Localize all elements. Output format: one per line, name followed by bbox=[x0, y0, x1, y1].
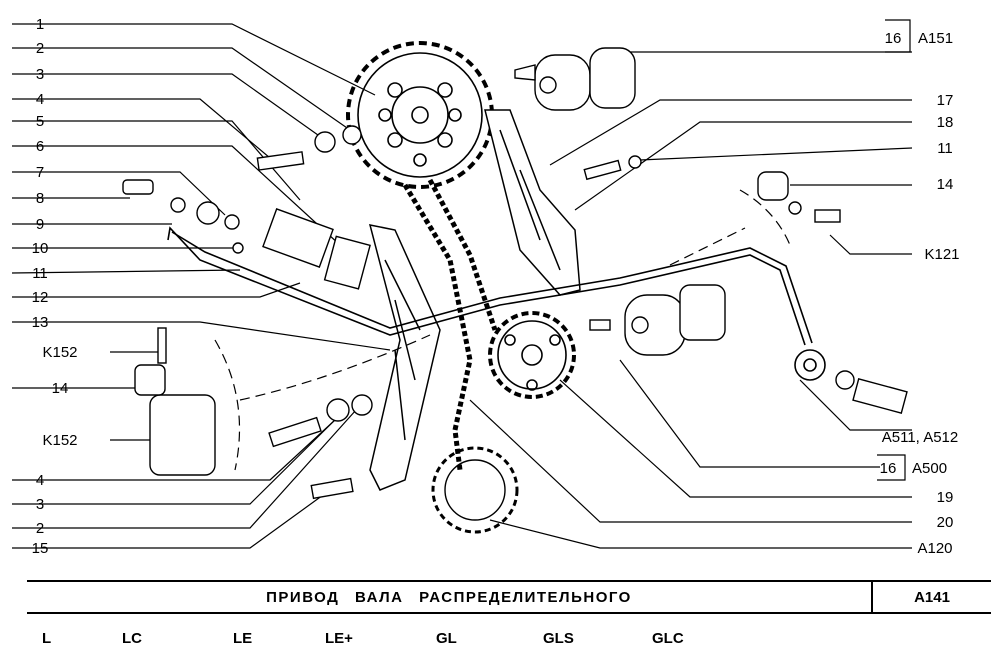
timing-chain bbox=[402, 178, 498, 471]
oil-pipe bbox=[167, 226, 826, 381]
title-bar: ПРИВОД ВАЛА РАСПРЕДЕЛИТЕЛЬНОГО A141 bbox=[27, 580, 991, 614]
callout-12: 12 bbox=[32, 289, 49, 306]
version-le-plus: LE+ bbox=[325, 630, 353, 647]
callout-a151: A151 bbox=[918, 30, 953, 47]
callout-3b: 3 bbox=[36, 496, 44, 513]
callout-13: 13 bbox=[32, 314, 49, 331]
callout-k152-a: K152 bbox=[42, 344, 77, 361]
version-l: L bbox=[42, 630, 52, 647]
leader-lines bbox=[11, 19, 913, 549]
callout-19: 19 bbox=[937, 489, 954, 506]
callout-8: 8 bbox=[36, 190, 44, 207]
callout-2: 2 bbox=[36, 40, 44, 57]
version-gl: GL bbox=[436, 630, 457, 647]
callout-5: 5 bbox=[36, 113, 44, 130]
callout-20: 20 bbox=[937, 514, 954, 531]
callout-2b: 2 bbox=[36, 520, 44, 537]
dashed-arcs bbox=[214, 189, 791, 471]
version-glc: GLC bbox=[652, 630, 684, 647]
callout-a500: A500 bbox=[912, 460, 947, 477]
callout-a120: A120 bbox=[917, 540, 952, 557]
page-title: ПРИВОД ВАЛА РАСПРЕДЕЛИТЕЛЬНОГО bbox=[266, 588, 632, 606]
right-callouts: 16 A151 17 18 11 14 K121 A511, A512 16 A… bbox=[880, 30, 960, 557]
parts-diagram: 1 2 3 4 5 6 7 8 9 10 11 12 13 K152 14 K1… bbox=[11, 16, 960, 557]
callout-18: 18 bbox=[937, 114, 954, 131]
callout-k121: K121 bbox=[924, 246, 959, 263]
callout-11: 11 bbox=[32, 265, 48, 282]
section-code: A141 bbox=[914, 588, 950, 606]
callout-10: 10 bbox=[32, 240, 49, 257]
tensioner-assembly bbox=[514, 47, 636, 111]
left-callouts: 1 2 3 4 5 6 7 8 9 10 11 12 13 K152 14 K1… bbox=[32, 16, 78, 557]
version-le: LE bbox=[233, 630, 253, 647]
chain-guide bbox=[484, 109, 581, 296]
callout-15: 15 bbox=[32, 540, 49, 557]
title-divider bbox=[871, 582, 873, 612]
callout-k152-b: K152 bbox=[42, 432, 77, 449]
callout-7: 7 bbox=[36, 164, 44, 181]
callout-9: 9 bbox=[36, 216, 44, 233]
callout-6: 6 bbox=[36, 138, 44, 155]
callout-1: 1 bbox=[36, 16, 44, 33]
auxiliary-sprocket bbox=[431, 446, 519, 534]
callout-11-right: 11 bbox=[937, 140, 953, 157]
callout-3: 3 bbox=[36, 66, 44, 83]
callout-4: 4 bbox=[36, 91, 44, 108]
oil-pump-assembly bbox=[589, 284, 726, 356]
callout-4b: 4 bbox=[36, 472, 44, 489]
chain-tensioner-guide bbox=[368, 224, 441, 491]
crankshaft-sprocket bbox=[488, 311, 576, 399]
callout-16-mid: 16 bbox=[880, 460, 897, 477]
camshaft-sprocket bbox=[346, 41, 494, 189]
version-gls: GLS bbox=[543, 630, 574, 647]
callout-17: 17 bbox=[937, 92, 954, 109]
callout-16-top: 16 bbox=[885, 30, 902, 47]
version-lc: LC bbox=[122, 630, 142, 647]
callout-a511-a512: A511, A512 bbox=[882, 429, 958, 446]
fasteners bbox=[122, 125, 908, 500]
callout-14: 14 bbox=[52, 380, 69, 397]
callout-14-right: 14 bbox=[937, 176, 954, 193]
